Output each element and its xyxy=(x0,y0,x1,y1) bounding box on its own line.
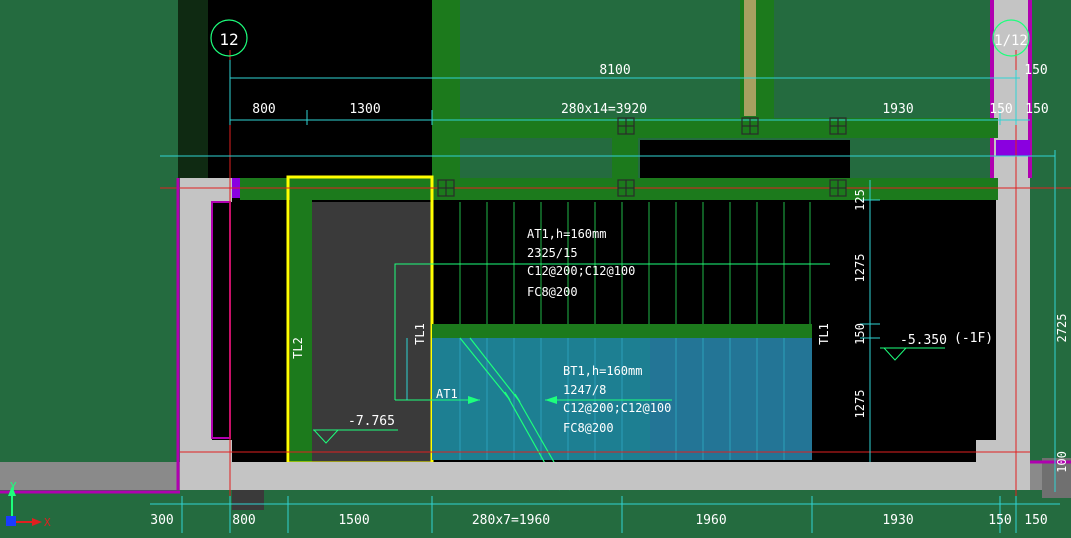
bt1-rebar: C12@200;C12@100 xyxy=(563,401,671,415)
elevation-floor-tag: (-1F) xyxy=(954,331,993,346)
elevation-triangle-icon xyxy=(882,347,908,361)
upper-wall-segment xyxy=(432,0,460,178)
at1-step-lines xyxy=(459,202,811,324)
dim-bottom-seg-3: 1500 xyxy=(338,513,369,528)
landing-gray xyxy=(312,202,432,462)
column-markers xyxy=(437,117,847,197)
right-dimension-lines xyxy=(860,150,1056,492)
beam-label-tl1-right: TL1 xyxy=(817,323,831,345)
dim-right-seg-5: 100 xyxy=(1055,451,1069,473)
upper-right-magenta xyxy=(990,0,994,178)
hatched-wall xyxy=(744,0,756,116)
red-axis-lines xyxy=(160,50,1071,533)
dim-bottom-seg-1: 300 xyxy=(150,513,173,528)
elevation-marker-landing: -5.350 (-1F) xyxy=(880,331,993,361)
upper-opening xyxy=(640,140,850,178)
dim-top-seg-2: 1300 xyxy=(349,102,380,117)
bt1-title: BT1,h=160mm xyxy=(563,364,642,378)
top-beam xyxy=(432,118,998,138)
ucs-y-label: Y xyxy=(10,480,17,493)
grid-label-left: 12 xyxy=(219,30,238,49)
dim-top-seg-1: 800 xyxy=(252,102,275,117)
bt1-distribution: FC8@200 xyxy=(563,421,614,435)
bt1-steps: 1247/8 xyxy=(563,383,606,397)
column-marker-icon xyxy=(829,117,847,135)
dim-right-seg-1: 125 xyxy=(853,189,867,211)
dim-bottom-seg-6: 1930 xyxy=(882,513,913,528)
ucs-x-label: X xyxy=(44,516,51,529)
notch-right xyxy=(976,440,996,462)
column-marker-icon xyxy=(829,179,847,197)
dim-top-seg-4: 1930 xyxy=(882,102,913,117)
at1-title: AT1,h=160mm xyxy=(527,227,606,241)
dim-right-seg-4: 1275 xyxy=(853,390,867,419)
stair-break-line-2 xyxy=(469,337,571,491)
grid-bubble-left xyxy=(210,19,248,57)
at1-arrowhead xyxy=(468,396,480,404)
elevation-marker-lower: -7.765 xyxy=(312,414,398,444)
bt1-annotation[interactable]: BT1,h=160mm 1247/8 C12@200;C12@100 FC8@2… xyxy=(563,364,671,435)
dim-bottom-seg-2: 800 xyxy=(232,513,255,528)
dim-bottom-seg-7: 150 xyxy=(988,513,1011,528)
grid-label-right: 1/12 xyxy=(994,33,1028,49)
shaft-top-right-wall xyxy=(996,178,1030,202)
at1-rebar: C12@200;C12@100 xyxy=(527,264,635,278)
bottom-wall xyxy=(180,462,1030,490)
tl1-mid-beam xyxy=(432,324,812,338)
elevation-triangle-icon-2 xyxy=(312,429,340,444)
grid-bubble-right xyxy=(992,19,1030,57)
dim-bottom-seg-5: 1960 xyxy=(695,513,726,528)
dim-top-seg-3: 280x14=3920 xyxy=(561,102,647,117)
dim-overall-top-right: 150 xyxy=(1024,63,1047,78)
bottom-right-block xyxy=(1042,458,1071,498)
beam-label-tl2: TL2 xyxy=(291,337,305,359)
stair-break-line xyxy=(459,337,561,491)
column-marker-icon xyxy=(617,117,635,135)
upper-right-cap xyxy=(996,140,1030,156)
grid-axis-right[interactable]: 1/12 xyxy=(992,19,1030,57)
notch-left xyxy=(180,440,232,462)
bottom-dimension-lines xyxy=(150,496,1060,533)
bt1-arrowhead xyxy=(545,396,557,404)
bt1-stair-flight-dark xyxy=(650,338,812,460)
dim-right-overall: 2725 xyxy=(1055,314,1069,343)
at1-leader xyxy=(394,263,830,400)
upper-right-magenta-2 xyxy=(1028,0,1032,178)
dim-overall-top: 8100 xyxy=(599,63,630,78)
grid-axis-left[interactable]: 12 xyxy=(210,19,248,57)
top-dimension-lines xyxy=(160,60,1055,157)
inner-top-beam xyxy=(240,178,998,200)
at1-steps: 2325/15 xyxy=(527,246,578,260)
elevation-lower: -7.765 xyxy=(348,414,395,429)
ucs-icon: Y X xyxy=(6,480,51,529)
tl2-beam xyxy=(290,178,312,462)
upper-left-room xyxy=(178,0,432,178)
dim-bottom-seg-8: 150 xyxy=(1024,513,1047,528)
dim-top-seg-5: 150 xyxy=(989,102,1012,117)
dim-top-seg-6: 150 xyxy=(1025,102,1048,117)
elevation-landing: -5.350 xyxy=(900,333,947,348)
bottom-column xyxy=(232,490,264,510)
upper-left-column xyxy=(178,0,208,178)
column-marker-icon xyxy=(437,179,455,197)
upper-structures xyxy=(178,0,1032,178)
dim-bottom-seg-4: 280x7=1960 xyxy=(472,513,550,528)
column-marker-icon xyxy=(741,117,759,135)
shaft-top-left-wall xyxy=(180,178,232,202)
dim-right-seg-3: 150 xyxy=(853,323,867,345)
at1-arrow-label: AT1 xyxy=(436,387,458,401)
column-marker-icon xyxy=(617,179,635,197)
dim-right-seg-2: 1275 xyxy=(853,254,867,283)
at1-distribution: FC8@200 xyxy=(527,285,578,299)
at1-annotation[interactable]: AT1,h=160mm 2325/15 C12@200;C12@100 FC8@… xyxy=(436,227,635,401)
beam-label-tl1-left: TL1 xyxy=(413,323,427,345)
magenta-lines xyxy=(0,178,1071,494)
